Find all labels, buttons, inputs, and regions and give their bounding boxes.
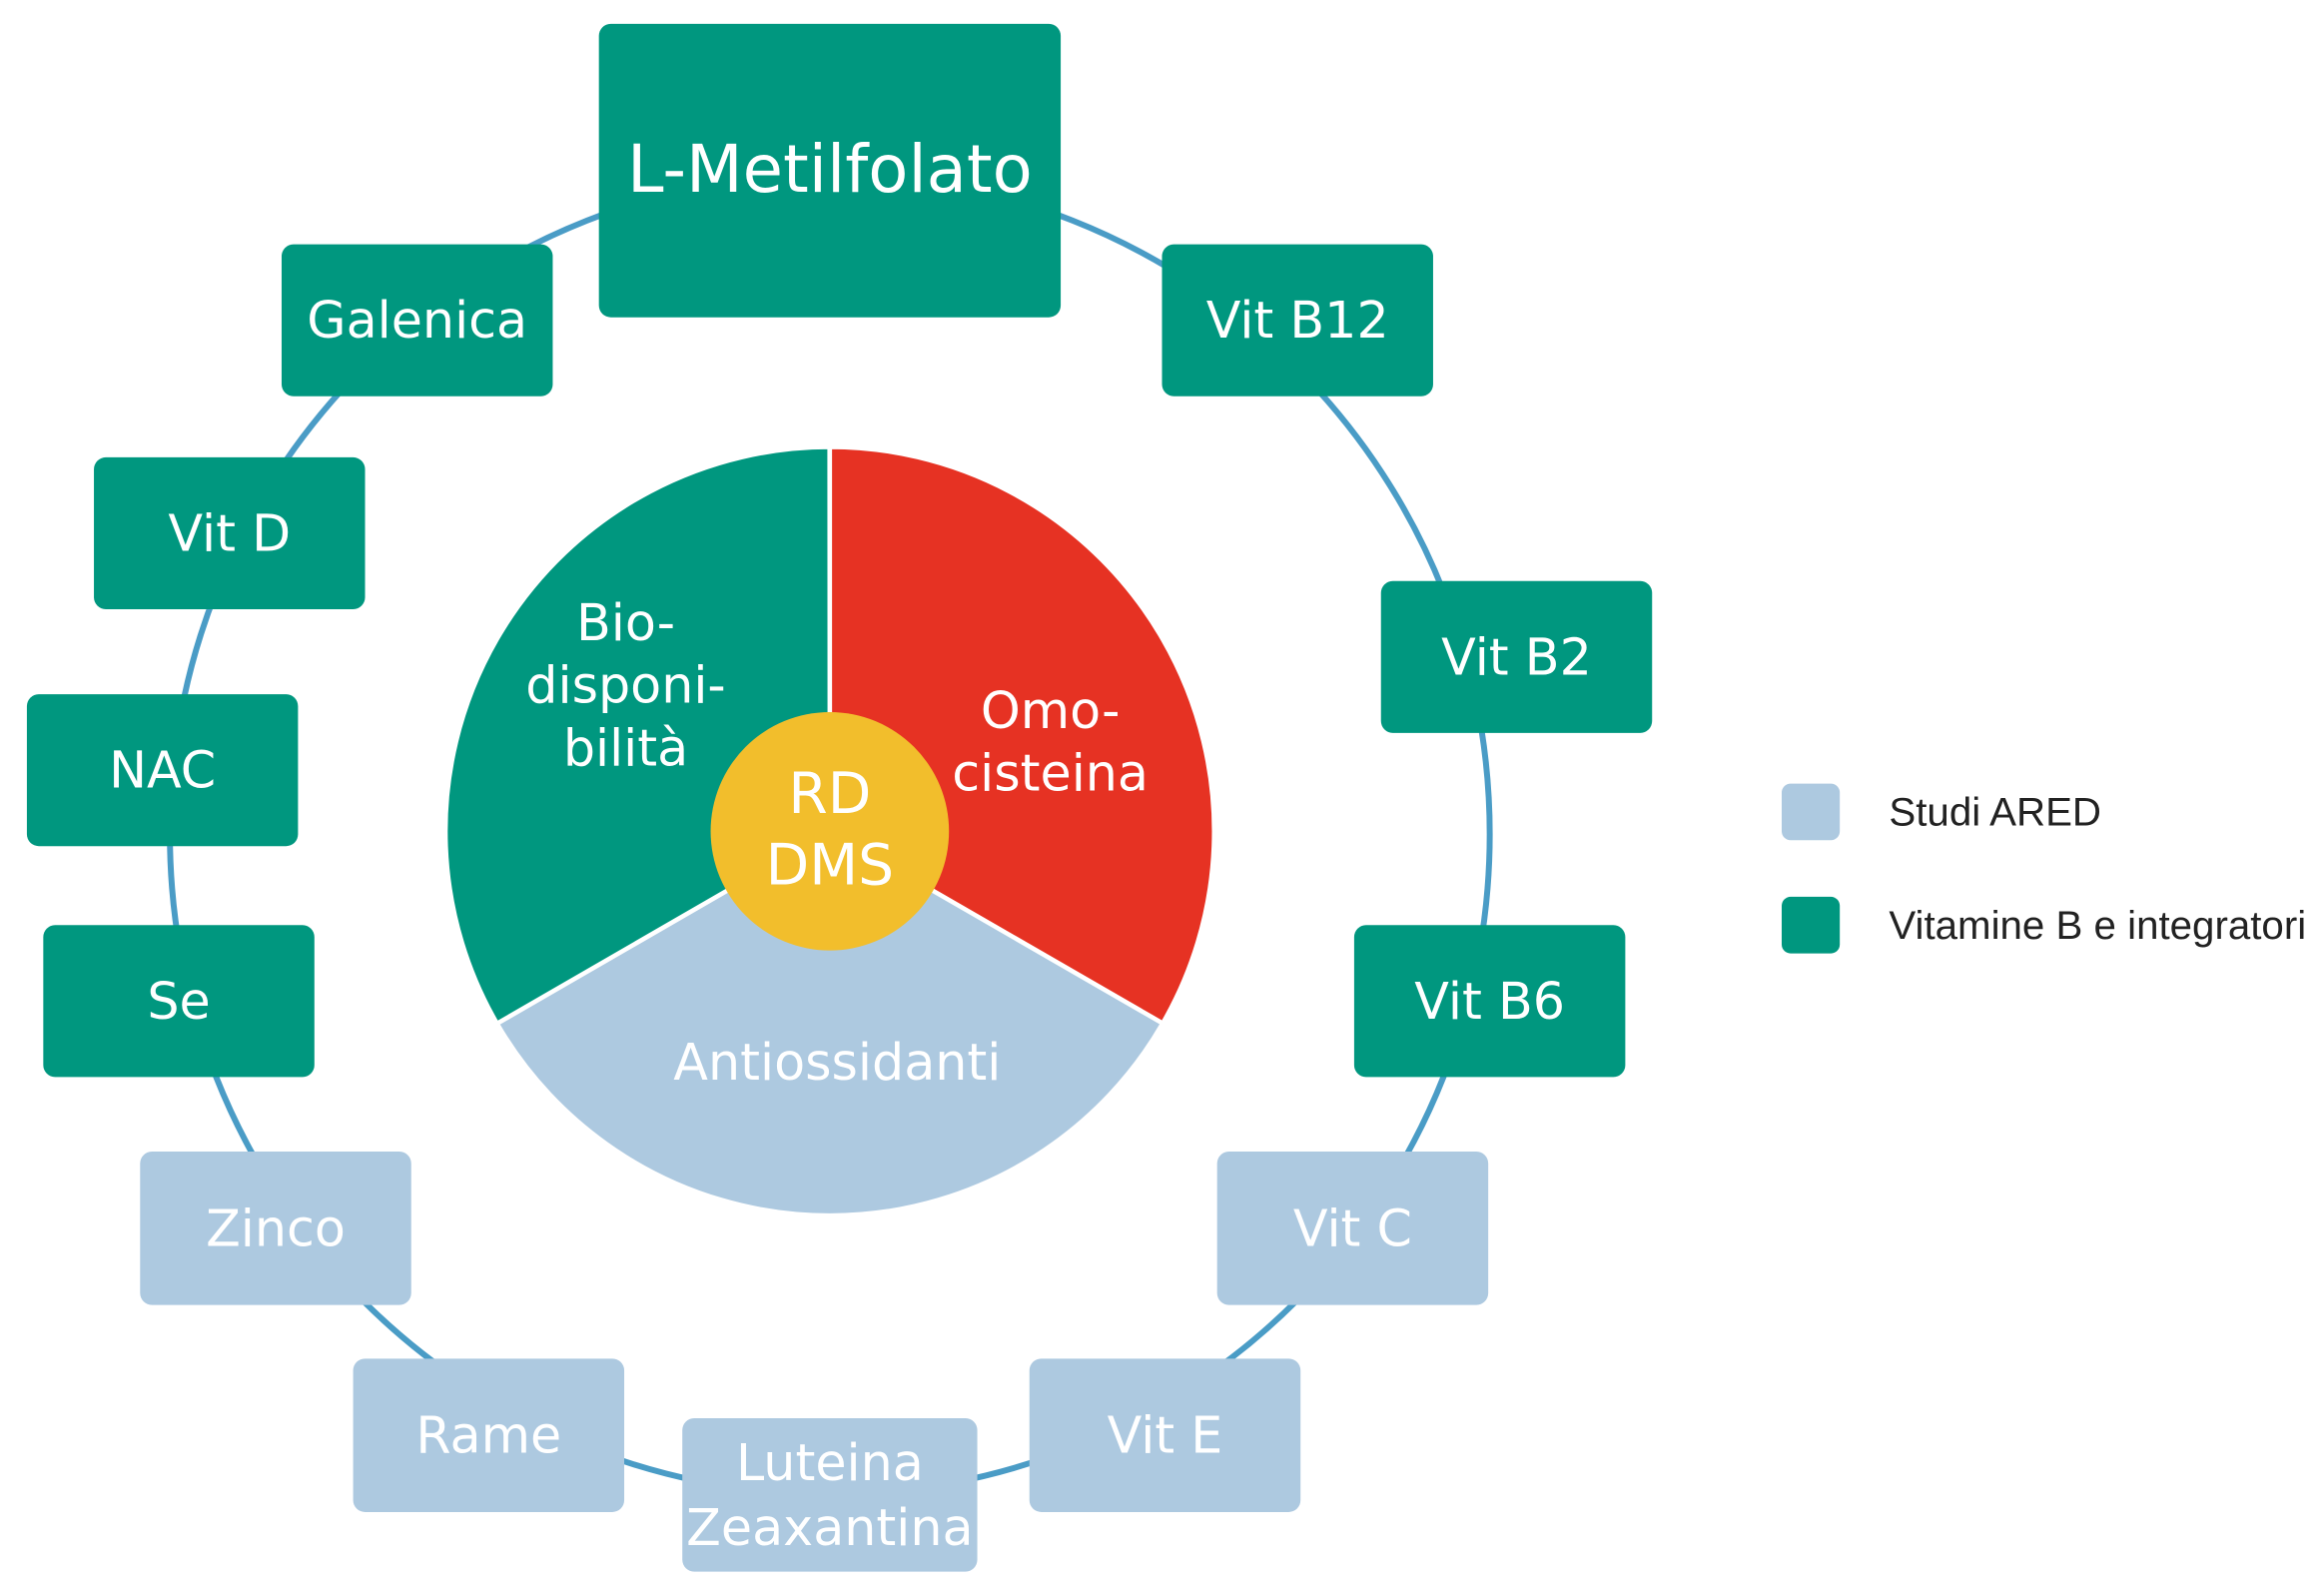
center-label-line2: DMS: [766, 833, 894, 899]
node-vit-b12: Vit B12: [1162, 244, 1433, 397]
node-vit-b2: Vit B2: [1380, 580, 1653, 733]
node-box: [26, 694, 299, 847]
node-box: [1029, 1358, 1301, 1512]
node-label: NAC: [109, 741, 216, 800]
node-label: Vit B2: [1441, 627, 1592, 686]
node-box: [281, 244, 553, 397]
center-label-line1: RD: [788, 761, 871, 827]
legend-label: Studi ARED: [1889, 789, 2101, 834]
legend-item: Studi ARED: [1781, 783, 2101, 841]
pie-slice-label: Bio-: [576, 593, 675, 652]
node-box: [682, 1417, 978, 1572]
node-label: Vit D: [168, 503, 291, 562]
node-box: [1162, 244, 1433, 397]
pie-slice-label: Antiossidanti: [673, 1033, 1001, 1092]
node-box: [598, 23, 1062, 318]
node-vit-c: Vit C: [1216, 1151, 1489, 1305]
node-label: L-Metilfolato: [627, 132, 1033, 208]
legend: Studi ARED Vitamine B e integratori: [1781, 783, 2306, 954]
node-vit-d: Vit D: [94, 456, 366, 610]
node-zinco: Zinco: [140, 1151, 411, 1305]
pie-slice-label: disponi-: [525, 656, 725, 715]
legend-label: Vitamine B e integratori: [1889, 903, 2306, 948]
node-vit-b6: Vit B6: [1353, 925, 1626, 1078]
node-box: [1353, 925, 1626, 1078]
legend-item: Vitamine B e integratori: [1781, 896, 2306, 954]
node-label: Luteina: [736, 1433, 924, 1492]
node-box: [1216, 1151, 1489, 1305]
node-box: [353, 1358, 625, 1512]
node-label: Vit C: [1293, 1198, 1412, 1257]
node-label: Zeaxantina: [686, 1498, 973, 1557]
node-label: Vit B6: [1414, 972, 1565, 1031]
center-circle: [710, 711, 950, 951]
pie-slice-label: cisteina: [952, 744, 1149, 803]
pie-slice-label: Omo-: [981, 681, 1121, 740]
node-label: Vit B12: [1206, 291, 1389, 350]
node-label: Rame: [415, 1406, 561, 1465]
node-rame: Rame: [353, 1358, 625, 1512]
node-label: Vit E: [1108, 1406, 1223, 1465]
node-label: Galenica: [307, 291, 527, 350]
node-galenica: Galenica: [281, 244, 553, 397]
node-label: Zinco: [206, 1198, 346, 1257]
pie-slice: [493, 828, 1166, 1218]
node-se: Se: [43, 925, 315, 1078]
node-box: [94, 456, 366, 610]
node-l-metilfolato: L-Metilfolato: [598, 23, 1062, 318]
node-vit-e: Vit E: [1029, 1358, 1301, 1512]
node-box: [43, 925, 315, 1078]
legend-swatch: [1781, 783, 1841, 841]
node-box: [140, 1151, 411, 1305]
legend-swatch: [1781, 896, 1841, 954]
node-nac: NAC: [26, 694, 299, 847]
node-box: [1380, 580, 1653, 733]
node-label: Se: [147, 972, 210, 1031]
pie-slice-label: bilità: [563, 718, 688, 777]
